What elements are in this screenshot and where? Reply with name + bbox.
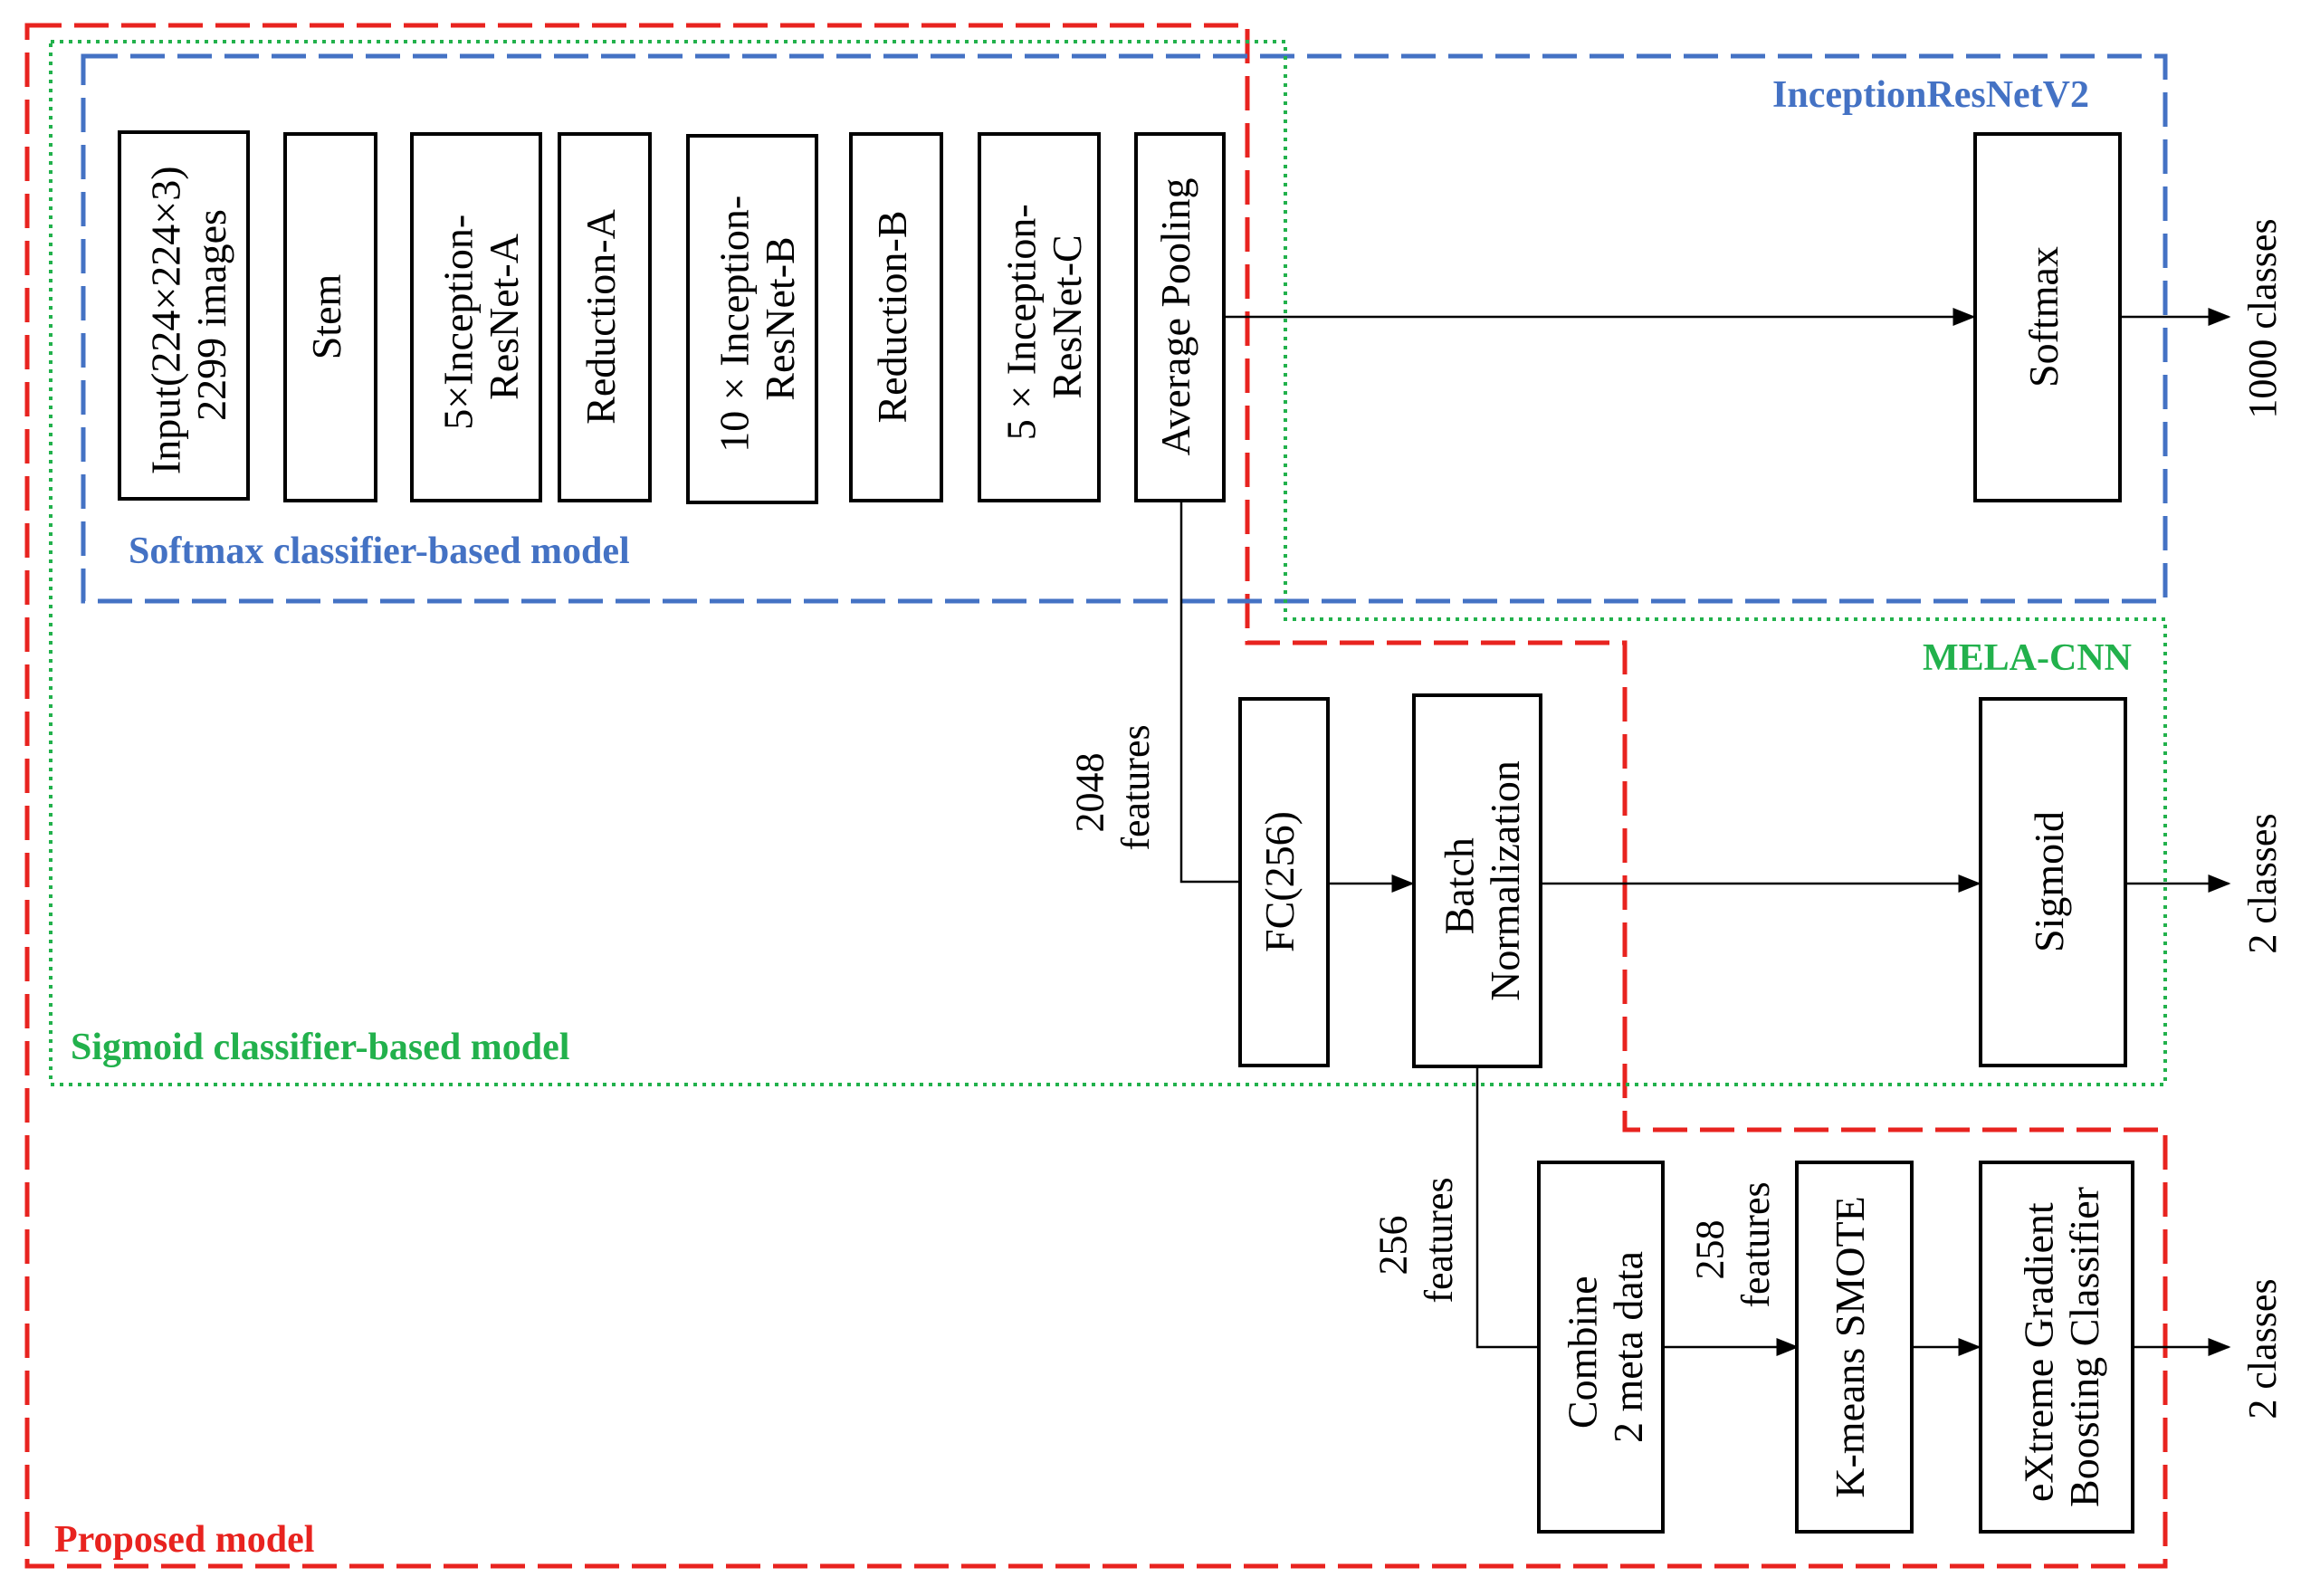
block-inception-resnet-b: 10 × Inception- ResNet-B — [686, 134, 818, 504]
block-sigmoid: Sigmoid — [1979, 697, 2127, 1067]
feature-label-256: 256 features — [1370, 1177, 1461, 1303]
block-inception-resnet-a: 5×Inception- ResNet-A — [410, 132, 542, 502]
output-label-sigmoid-2-classes: 2 classes — [2240, 813, 2285, 953]
block-input: Input(224×224×3) 2299 images — [118, 130, 250, 501]
block-inception-resnet-a-label: 5×Inception- ResNet-A — [434, 204, 527, 429]
block-softmax: Softmax — [1973, 132, 2122, 502]
mela-cnn-region — [49, 40, 2167, 1086]
block-xgboost-classifier-label: eXtreme Gradient Boosting Classifier — [2015, 1187, 2107, 1507]
label-inception-resnet-v2: InceptionResNetV2 — [1772, 74, 2089, 116]
block-combine-meta-data: Combine 2 meta data — [1537, 1161, 1665, 1534]
block-stem-label: Stem — [303, 274, 349, 360]
block-average-pooling: Average Pooling — [1134, 132, 1226, 502]
flow-lines — [1179, 308, 2231, 1356]
block-kmeans-smote-label: K-means SMOTE — [1827, 1196, 1873, 1497]
block-xgboost-classifier: eXtreme Gradient Boosting Classifier — [1979, 1161, 2134, 1534]
block-inception-resnet-c-label: 5 × Inception- ResNet-C — [998, 194, 1090, 440]
block-fc-256: FC(256) — [1238, 697, 1330, 1067]
block-average-pooling-label: Average Pooling — [1152, 177, 1198, 455]
arrow-avgpool-to-fc — [1179, 502, 1245, 884]
block-kmeans-smote: K-means SMOTE — [1795, 1161, 1914, 1534]
block-stem: Stem — [283, 132, 377, 502]
block-softmax-label: Softmax — [2020, 246, 2067, 387]
label-proposed-model: Proposed model — [54, 1519, 314, 1561]
block-reduction-a-label: Reduction-A — [578, 209, 624, 425]
block-input-label: Input(224×224×3) 2299 images — [142, 156, 234, 474]
output-label-xgb-2-classes: 2 classes — [2240, 1278, 2285, 1419]
label-mela-cnn: MELA-CNN — [1923, 637, 2132, 679]
proposed-model-region — [24, 23, 2168, 1569]
block-batch-normalization: Batch Normalization — [1412, 693, 1542, 1068]
arrow-batchnorm-to-combine — [1475, 1068, 1539, 1349]
block-inception-resnet-c: 5 × Inception- ResNet-C — [978, 132, 1101, 502]
block-fc-256-label: FC(256) — [1256, 811, 1303, 952]
output-label-1000-classes: 1000 classes — [2240, 218, 2285, 418]
label-softmax-classifier-model: Softmax classifier-based model — [129, 530, 630, 572]
block-sigmoid-label: Sigmoid — [2026, 811, 2072, 952]
block-combine-meta-data-label: Combine 2 meta data — [1559, 1251, 1651, 1443]
inception-resnet-v2-region — [81, 53, 2168, 604]
block-reduction-b: Reduction-B — [849, 132, 943, 502]
block-reduction-a: Reduction-A — [558, 132, 652, 502]
block-inception-resnet-b-label: 10 × Inception- ResNet-B — [711, 185, 803, 452]
block-batch-normalization-label: Batch Normalization — [1436, 760, 1528, 1001]
label-sigmoid-classifier-model: Sigmoid classifier-based model — [71, 1027, 569, 1068]
feature-label-258: 258 features — [1687, 1181, 1778, 1307]
block-reduction-b-label: Reduction-B — [869, 210, 915, 423]
feature-label-2048: 2048 features — [1067, 724, 1158, 850]
